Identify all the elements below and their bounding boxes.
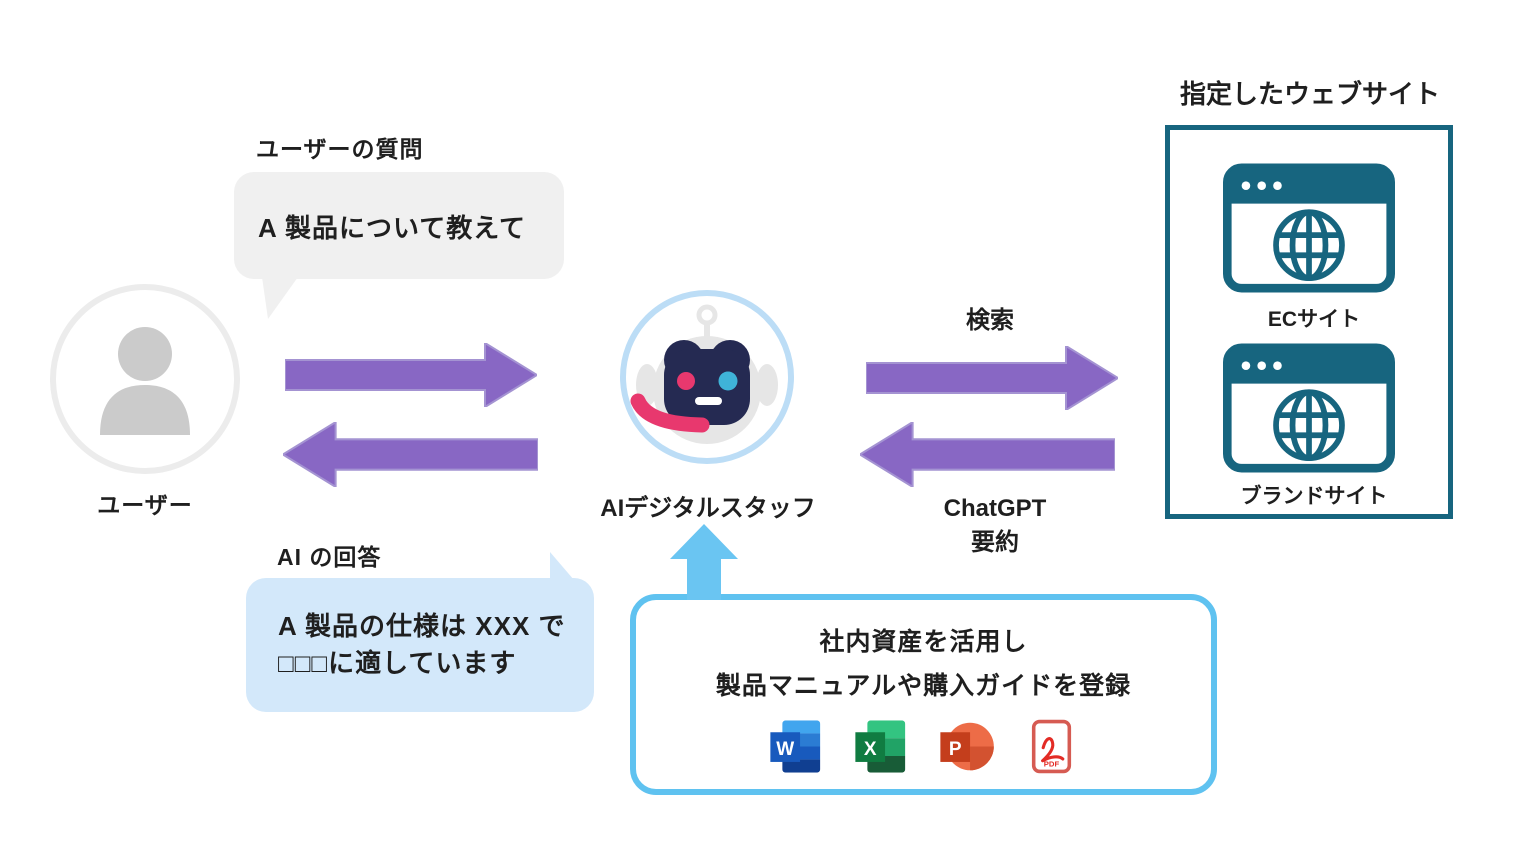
user-icon [48, 282, 242, 481]
browser-icon-brand [1223, 343, 1395, 478]
chatgpt-label-line2: 要約 [971, 529, 1019, 556]
file-icon-row: W X P PDF [636, 718, 1211, 775]
question-bubble-tail [262, 277, 298, 319]
svg-text:PDF: PDF [1043, 760, 1059, 769]
answer-caption: AI の回答 [277, 544, 382, 570]
chatgpt-label-line1: ChatGPT [943, 495, 1047, 522]
answer-text-line1: A 製品の仕様は XXX で [278, 611, 566, 641]
arrow-assets-to-robot [670, 524, 738, 605]
question-text: A 製品について教えて [258, 213, 526, 243]
answer-bubble-tail [550, 552, 574, 580]
assets-text-line1: 社内資産を活用し [819, 628, 1028, 656]
chatgpt-summary-label: ChatGPT 要約 [905, 492, 1085, 560]
assets-text-line2: 製品マニュアルや購入ガイドを登録 [715, 672, 1132, 700]
arrow-user-to-robot [284, 341, 539, 412]
globe-icon [1273, 389, 1345, 462]
arrow-robot-to-websites [865, 344, 1120, 415]
question-bubble: A 製品について教えて [234, 172, 564, 319]
browser-icon-ec [1223, 163, 1395, 298]
svg-text:X: X [863, 739, 876, 760]
svg-text:P: P [948, 739, 961, 760]
word-icon: W [769, 720, 820, 773]
question-caption: ユーザーの質問 [256, 136, 424, 162]
arrow-websites-to-robot [858, 420, 1117, 492]
websites-box: ECサイト ブランドサイト [1165, 125, 1453, 519]
ec-site-label: ECサイト [1267, 308, 1361, 331]
search-label: 検索 [966, 307, 1014, 334]
answer-bubble: A 製品の仕様は XXX で □□□に適しています [246, 552, 594, 712]
answer-text: A 製品の仕様は XXX で □□□に適しています [278, 608, 566, 682]
websites-title: 指定したウェブサイト [1179, 79, 1440, 109]
powerpoint-icon: P [939, 722, 994, 771]
globe-icon [1273, 209, 1345, 282]
answer-text-line2: □□□に適しています [278, 648, 517, 678]
arrow-robot-to-user [281, 420, 540, 492]
svg-text:W: W [776, 739, 794, 760]
robot-icon [618, 288, 796, 471]
excel-icon: X [854, 720, 905, 773]
assets-box: 社内資産を活用し 製品マニュアルや購入ガイドを登録 W [630, 594, 1217, 795]
robot-label: AIデジタルスタッフ [600, 495, 816, 522]
brand-site-label: ブランドサイト [1240, 485, 1388, 508]
user-label: ユーザー [97, 492, 193, 518]
pdf-icon: PDF [1031, 719, 1071, 774]
